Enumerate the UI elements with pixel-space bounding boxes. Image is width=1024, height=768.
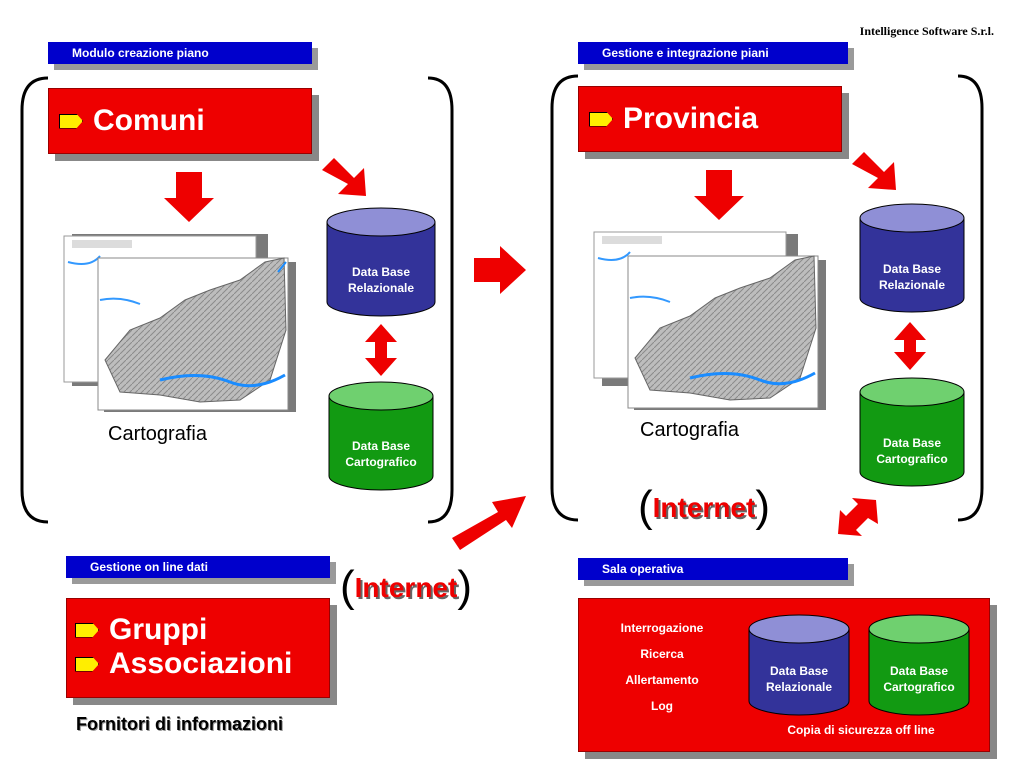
sala-function-item: Ricerca: [640, 647, 684, 661]
arrow-bullet-icon: [589, 111, 613, 127]
left-module-tab: Modulo creazione piano: [48, 42, 312, 64]
online-item-gruppi: Gruppi: [75, 613, 329, 647]
comuni-box: Comuni: [48, 88, 312, 154]
left-bracket-close: [427, 76, 454, 524]
right-bracket-open: [550, 74, 579, 522]
company-name: Intelligence Software S.r.l.: [859, 24, 994, 38]
right-db-relational-label: Data Base Relazionale: [878, 262, 946, 292]
left-db-cartographic-label: Data Base Cartografico: [345, 439, 417, 469]
online-providers-box: Gruppi Associazioni: [66, 598, 330, 698]
arrow-bullet-icon: [59, 113, 83, 129]
left-bracket-open: [20, 76, 49, 524]
right-diag-arrow: [852, 152, 896, 190]
internet-label-right: (Internet): [638, 482, 770, 531]
sala-tab: Sala operativa: [578, 558, 848, 580]
comuni-title: Comuni: [93, 104, 205, 137]
left-map-caption: Cartografia: [108, 423, 207, 445]
provincia-title: Provincia: [623, 102, 759, 135]
left-double-arrow: [365, 324, 397, 376]
right-module-tab: Gestione e integrazione piani: [578, 42, 848, 64]
sala-function-item: Interrogazione: [620, 621, 704, 635]
right-map-stack: [593, 231, 826, 410]
sala-functions-list: Interrogazione Ricerca Allertamento Log: [599, 621, 725, 725]
right-db-cartographic-cylinder: [859, 377, 965, 487]
right-db-relational-cylinder: [859, 203, 965, 313]
provincia-box: Provincia: [578, 86, 842, 152]
sala-double-arrow: [838, 498, 878, 536]
left-map-stack: [63, 234, 296, 412]
backup-caption: Copia di sicurezza off line: [787, 723, 935, 737]
center-right-arrow: [474, 246, 526, 294]
right-db-cartographic-label: Data Base Cartografico: [876, 436, 948, 466]
sala-function-item: Allertamento: [625, 673, 699, 687]
sala-function-item: Log: [651, 699, 673, 713]
online-caption: Fornitori di informazioni: [76, 714, 283, 734]
sala-db-cartographic-label: Data Base Cartografico: [883, 664, 955, 694]
left-db-relational-label: Data Base Relazionale: [347, 265, 415, 295]
right-bracket-close: [957, 74, 984, 522]
right-down-arrow: [694, 170, 744, 220]
right-map-caption: Cartografia: [640, 419, 739, 441]
arrow-bullet-icon: [75, 656, 99, 672]
online-item-associazioni: Associazioni: [75, 647, 329, 681]
sala-db-relational-label: Data Base Relazionale: [765, 664, 833, 694]
right-double-arrow: [894, 322, 926, 370]
sala-cylinders: [748, 614, 970, 716]
arrow-bullet-icon: [75, 622, 99, 638]
online-tab: Gestione on line dati: [66, 556, 330, 578]
internet-label-left: (Internet): [340, 562, 472, 611]
left-db-cartographic-cylinder: [328, 381, 434, 491]
left-down-arrow: [164, 172, 214, 222]
left-db-relational-cylinder: [326, 207, 436, 317]
left-diag-arrow: [322, 158, 366, 196]
sala-box: Interrogazione Ricerca Allertamento Log …: [578, 598, 990, 752]
internet-diag-arrow: [452, 496, 526, 550]
